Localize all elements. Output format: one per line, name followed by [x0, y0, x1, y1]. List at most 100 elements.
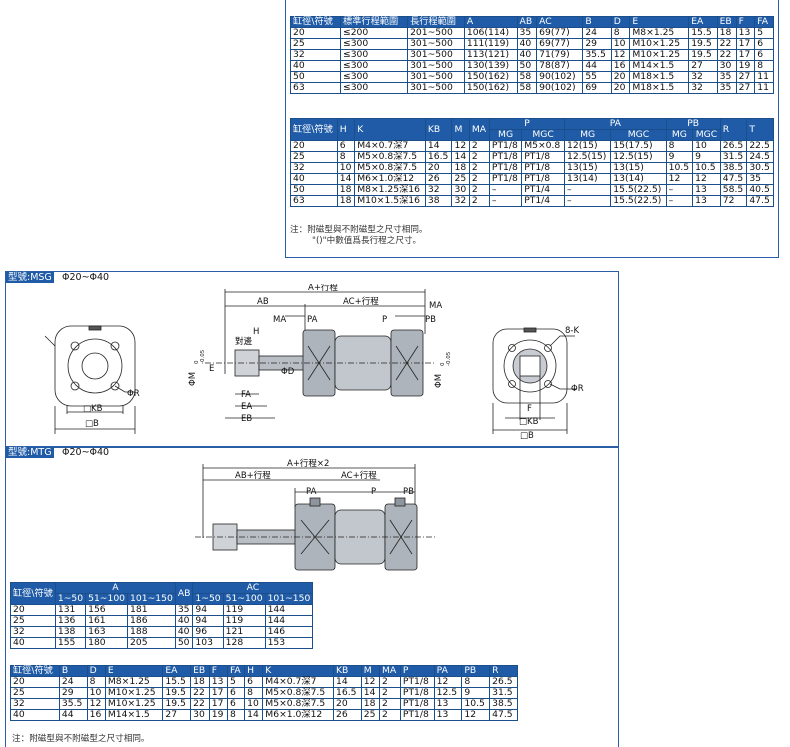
table-cell: M14×1.5 — [629, 60, 690, 72]
msg-dim-ac-stroke: AC+行程 — [343, 296, 379, 307]
table-cell: – — [488, 195, 523, 207]
table-cell: 71(79) — [536, 49, 584, 61]
table-cell: 12 — [610, 49, 631, 61]
table-cell: 72 — [719, 195, 748, 207]
table-cell: 205 — [127, 637, 176, 649]
table-cell: 20 — [290, 140, 338, 152]
msg-dim-m-left: ΦM — [188, 372, 198, 386]
table-cell: 2 — [378, 709, 401, 721]
table-cell: 8 — [665, 140, 694, 152]
table-cell: 19.5 — [688, 38, 718, 50]
table-cell: ≤300 — [340, 38, 409, 50]
table-cell: 16 — [86, 709, 106, 721]
table-cell: 18 — [190, 676, 210, 688]
table-cell: 27 — [735, 71, 756, 83]
table-cell: M10×1.25 — [629, 38, 690, 50]
table-header-cell: F — [735, 16, 756, 28]
table-header-cell: AB — [174, 582, 194, 605]
table-header-cell: D — [610, 16, 631, 28]
table-cell: 9 — [461, 687, 491, 699]
table-header-cell: R — [719, 118, 748, 141]
mtg-bore-range: Φ20~Φ40 — [62, 447, 110, 458]
table-cell: M5×0.8深7.5 — [354, 151, 426, 163]
table-cell: PT1/8 — [521, 151, 566, 163]
table-cell: 20 — [610, 82, 631, 94]
table-header-cell: EA — [162, 665, 192, 677]
msg-dim-ab: AB — [257, 297, 269, 307]
table-cell: 12 — [433, 676, 463, 688]
table-cell: ≤200 — [340, 27, 409, 39]
msg-dim-across: 對邊 — [235, 336, 253, 347]
table-header-cell: PB — [461, 665, 491, 677]
table-cell: PT1/8 — [488, 162, 523, 174]
table-cell: 301~500 — [407, 60, 465, 72]
table-cell: 22.5 — [746, 140, 774, 152]
table-header-cell: 51~100 — [222, 593, 266, 605]
table-cell: 2 — [378, 687, 401, 699]
table-cell: 27 — [735, 82, 756, 94]
table-cell: 11 — [754, 71, 774, 83]
table-cell: 63 — [289, 82, 342, 94]
msg-dim-pa: PA — [307, 315, 318, 325]
table-cell: 25 — [10, 615, 56, 627]
table-header-cell: AC — [192, 582, 314, 594]
table-cell: 32 — [289, 49, 342, 61]
table-cell: 155 — [54, 637, 87, 649]
table-cell: 47.5 — [489, 709, 518, 721]
table-cell: 20 — [289, 27, 342, 39]
table-cell: M14×1.5 — [104, 709, 164, 721]
table-cell: 17 — [208, 687, 228, 699]
mtg-dim-ac-stroke: AC+行程 — [341, 470, 377, 481]
table-header-cell: 51~100 — [85, 593, 129, 605]
table-cell: 5 — [754, 27, 774, 39]
table-cell: 13 — [735, 27, 756, 39]
table-cell: 136 — [54, 615, 87, 627]
table-cell: 14 — [360, 687, 380, 699]
table-cell: 6 — [754, 49, 774, 61]
table-cell: 40 — [10, 637, 56, 649]
table-cell: 40 — [174, 615, 194, 627]
msg-dim-pb: PB — [425, 315, 436, 325]
table-cell: 38 — [424, 195, 453, 207]
msg-side-view — [205, 289, 435, 419]
table-cell: 15(17.5) — [610, 140, 667, 152]
table-cell: 2 — [468, 140, 490, 152]
table-cell: 131 — [54, 604, 87, 616]
table-cell: 22 — [190, 687, 210, 699]
table-cell: 22 — [190, 698, 210, 710]
table-cell: M8×1.25深16 — [354, 184, 426, 196]
top-note-long-stroke: "()"中數值爲長行程之尺寸。 — [312, 236, 422, 246]
table-cell: 78(87) — [536, 60, 584, 72]
table-cell: PT1/8 — [399, 709, 435, 721]
table-cell: 20 — [424, 162, 453, 174]
table-header-cell: 缸徑\符號 — [290, 118, 338, 141]
msg-dim-8k: 8-K — [565, 326, 579, 336]
table-cell: 186 — [127, 615, 176, 627]
table-cell: 10 — [244, 698, 264, 710]
table-cell: 20 — [333, 698, 362, 710]
table-cell: 20 — [10, 604, 56, 616]
table-cell: 24.5 — [746, 151, 774, 163]
table-cell: 40 — [516, 49, 538, 61]
table-header-cell: A — [463, 16, 518, 28]
table-cell: 18 — [336, 195, 356, 207]
table-cell: 13 — [692, 195, 721, 207]
table-cell: 38.5 — [489, 698, 518, 710]
table-cell: 6 — [226, 687, 246, 699]
table-cell: PT1/8 — [488, 151, 523, 163]
table-header-cell: MA — [468, 118, 490, 141]
bottom-note-magnet: 注：附磁型與不附磁型之尺寸相同。 — [12, 734, 150, 744]
table-cell: 26.5 — [719, 140, 748, 152]
table-cell: 31.5 — [719, 151, 748, 163]
table-header-cell: MGC — [521, 129, 566, 141]
table-cell: 10 — [692, 140, 721, 152]
table-cell: – — [665, 195, 694, 207]
